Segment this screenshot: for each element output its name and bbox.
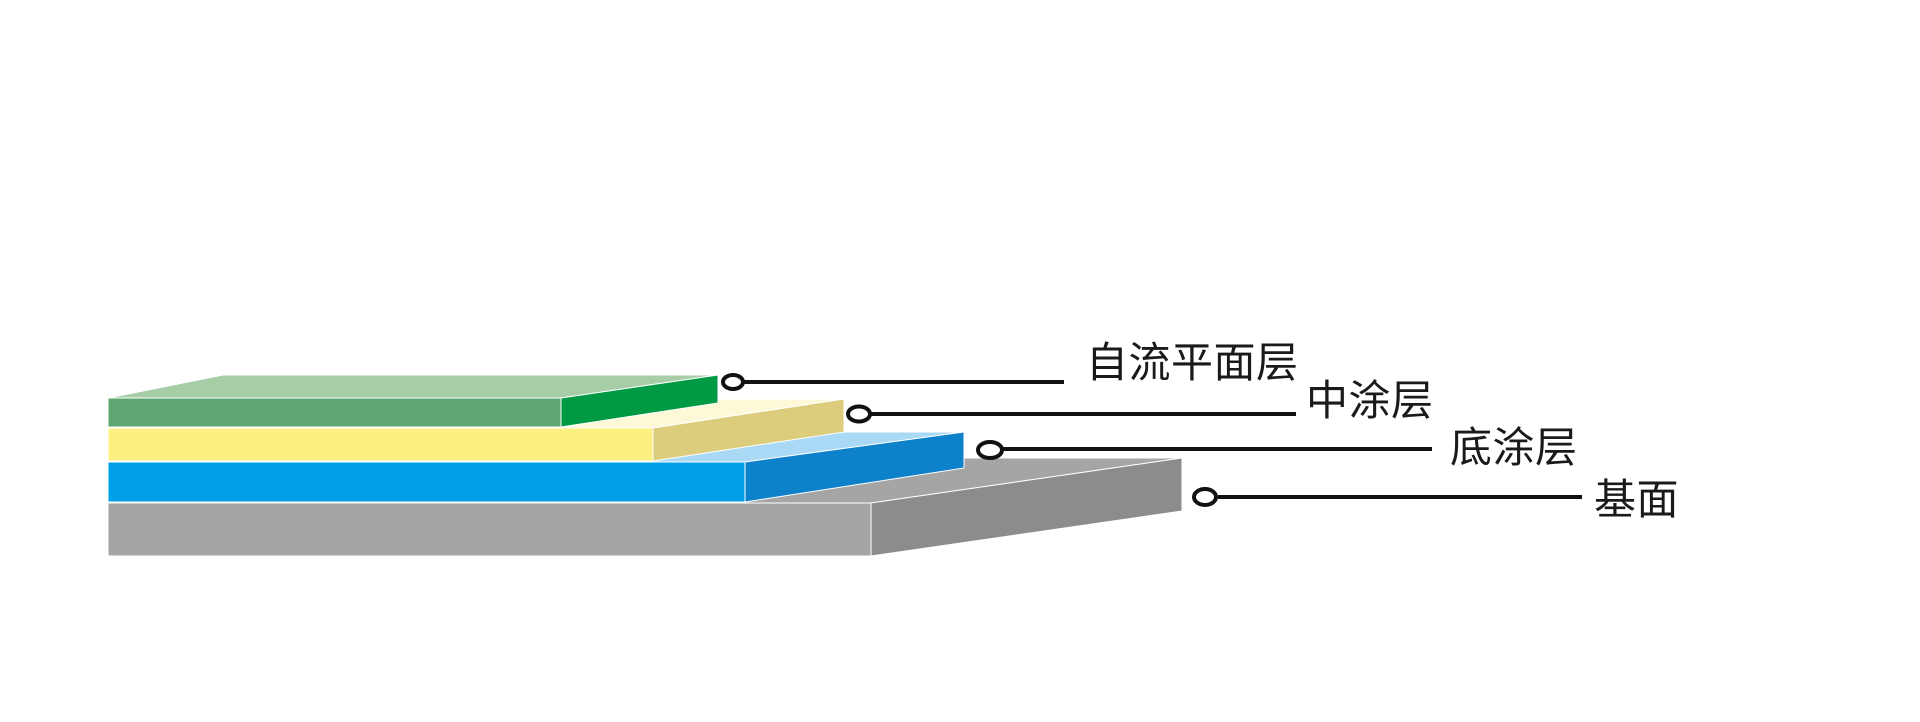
leader-dot — [976, 440, 1004, 460]
primer-front-face — [107, 461, 746, 503]
leader-dot — [721, 373, 745, 391]
layer-self-leveling-topcoat — [107, 374, 719, 428]
label-primer: 底涂层 — [1450, 424, 1578, 471]
label-base: 基面 — [1594, 476, 1680, 523]
leader-dot — [846, 404, 872, 424]
label-middle-coat: 中涂层 — [1306, 377, 1434, 424]
middle-coat-front-face — [107, 427, 654, 462]
base-front-face — [107, 502, 872, 557]
leader-self-leveling-topcoat — [721, 373, 1064, 391]
topcoat-front-face — [107, 397, 562, 428]
leader-primer — [976, 440, 1432, 460]
leader-base — [1192, 487, 1582, 507]
leader-middle-coat — [846, 404, 1296, 424]
label-self-leveling-topcoat: 自流平面层 — [1086, 339, 1299, 386]
leader-dot — [1192, 487, 1218, 507]
